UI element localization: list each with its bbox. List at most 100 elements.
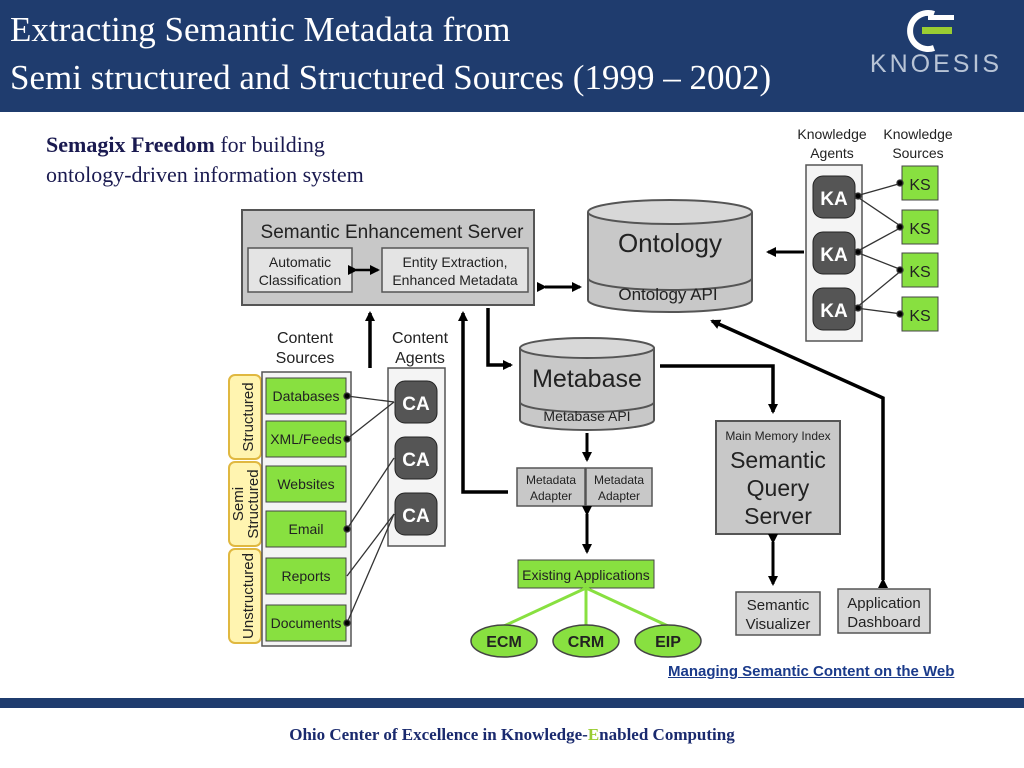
sqs-line-3: Server — [744, 503, 812, 529]
metabase-api-label: Metabase API — [543, 408, 630, 424]
sqs-line-1: Semantic — [730, 447, 826, 473]
logo-green-bar — [922, 27, 952, 34]
semantic-query-server: Main Memory Index Semantic Query Server — [715, 420, 841, 535]
source-label-xml-feeds: XML/Feeds — [270, 431, 342, 447]
subtitle-product-name: Semagix Freedom — [46, 132, 215, 157]
ks-source-1: KS — [901, 165, 939, 201]
ka-ks-connectors — [854, 179, 904, 318]
ca-agent-1: CA — [394, 380, 438, 424]
slide-title-line-1: Extracting Semantic Metadata from — [10, 10, 511, 49]
content-agents-label-2: Agents — [395, 350, 445, 367]
auto-classification-line-2: Classification — [259, 272, 341, 288]
knowledge-agents-label-1: Knowledge — [797, 126, 866, 142]
footer-divider — [0, 698, 1024, 708]
sqs-line-2: Query — [747, 475, 810, 501]
source-xml-feeds: XML/Feeds — [265, 420, 347, 458]
visualizer-line-2: Visualizer — [746, 616, 811, 633]
footer-text-e: E — [587, 725, 600, 744]
app-label-eip: EIP — [655, 634, 681, 651]
knowledge-sources-label-1: Knowledge — [883, 126, 952, 142]
logo-c-shape — [907, 10, 935, 52]
ks-label-4: KS — [909, 308, 930, 325]
apps-connectors — [503, 586, 669, 628]
ses-to-metabase-arrow — [486, 308, 513, 370]
content-agents-label-1: Content — [392, 330, 449, 347]
ca-label-2: CA — [402, 450, 430, 471]
footer-organization: Ohio Center of Excellence in Knowledge-E… — [0, 725, 1024, 745]
metadata-adapter-2: Metadata Adapter — [585, 467, 653, 507]
ca-agent-2: CA — [394, 436, 438, 480]
app-crm: CRM — [552, 624, 620, 658]
category-semi-structured: Semi Structured — [228, 461, 262, 547]
ka-agent-3: KA — [812, 287, 856, 331]
adapter-1-line-2: Adapter — [530, 489, 572, 503]
slide-title-line-2: Semi structured and Structured Sources (… — [10, 58, 772, 97]
footer-text-before: Ohio Center of Excellence in Knowledge- — [289, 725, 588, 744]
knoesis-logo: KNOESIS — [850, 6, 1022, 82]
app-ecm: ECM — [470, 624, 538, 658]
ontology-store: Ontology Ontology API — [587, 199, 753, 313]
source-ca-connectors — [343, 392, 395, 627]
ka-agent-2: KA — [812, 231, 856, 275]
ca-label-1: CA — [402, 394, 430, 415]
subtitle-rest-2: ontology-driven information system — [46, 162, 364, 187]
ca-label-3: CA — [402, 506, 430, 527]
ka-label-2: KA — [820, 245, 848, 266]
ks-label-1: KS — [909, 177, 930, 194]
source-reports: Reports — [265, 557, 347, 595]
app-label-ecm: ECM — [486, 634, 522, 651]
category-structured: Structured — [228, 374, 262, 460]
ontology-label: Ontology — [618, 228, 722, 258]
entity-extraction-line-2: Enhanced Metadata — [392, 272, 518, 288]
adapter-2-line-1: Metadata — [594, 473, 644, 487]
ca-agent-3: CA — [394, 492, 438, 536]
entity-extraction-box — [381, 247, 529, 293]
ka-label-3: KA — [820, 301, 848, 322]
ka-label-1: KA — [820, 189, 848, 210]
source-websites: Websites — [265, 465, 347, 503]
logo-white-bar — [928, 15, 954, 20]
knowledge-sources-label-2: Sources — [892, 145, 943, 161]
adapter-to-ses-arrow — [458, 311, 508, 494]
ks-source-2: KS — [901, 209, 939, 245]
managing-semantic-content-link[interactable]: Managing Semantic Content on the Web — [668, 663, 955, 680]
app-label-crm: CRM — [568, 634, 604, 651]
source-label-email: Email — [288, 521, 323, 537]
footer-text-after: nabled Computing — [599, 725, 735, 744]
source-label-reports: Reports — [281, 568, 330, 584]
category-unstructured: Unstructured — [228, 548, 262, 644]
metadata-adapter-1: Metadata Adapter — [516, 467, 586, 507]
category-structured-label: Structured — [240, 382, 257, 451]
content-sources-label-2: Sources — [276, 350, 335, 367]
semantic-enhancement-server: Semantic Enhancement Server Automatic Cl… — [241, 209, 535, 306]
logo-text: KNOESIS — [869, 50, 1003, 78]
metabase-to-sqs-arrow — [660, 364, 778, 414]
mmi-label: Main Memory Index — [725, 429, 830, 443]
ks-source-3: KS — [901, 252, 939, 288]
dashboard-line-2: Dashboard — [847, 614, 920, 631]
metabase-label: Metabase — [532, 365, 642, 393]
adapter-2-line-2: Adapter — [598, 489, 640, 503]
source-label-documents: Documents — [271, 615, 342, 631]
ka-agent-1: KA — [812, 175, 856, 219]
knowledge-agents-label-2: Agents — [810, 145, 854, 161]
ontology-api-label: Ontology API — [618, 285, 717, 304]
category-unstructured-label: Unstructured — [240, 553, 257, 639]
source-databases: Databases — [265, 377, 347, 415]
auto-classification-line-1: Automatic — [269, 254, 331, 270]
category-semi-label-1: Semi — [230, 487, 247, 521]
ks-label-2: KS — [909, 221, 930, 238]
existing-apps-label: Existing Applications — [522, 567, 650, 583]
ontology-dashboard-arrow — [710, 319, 888, 588]
ks-label-3: KS — [909, 264, 930, 281]
content-sources-label-1: Content — [277, 330, 334, 347]
subtitle-rest-1: for building — [214, 132, 325, 157]
dashboard-line-1: Application — [847, 595, 920, 612]
application-dashboard: Application Dashboard — [837, 588, 931, 634]
source-label-websites: Websites — [277, 476, 334, 492]
existing-applications: Existing Applications — [517, 559, 655, 589]
source-documents: Documents — [265, 604, 347, 642]
source-email: Email — [265, 510, 347, 548]
slide-subtitle: Semagix Freedom for building ontology-dr… — [46, 130, 486, 190]
ks-source-4: KS — [901, 296, 939, 332]
